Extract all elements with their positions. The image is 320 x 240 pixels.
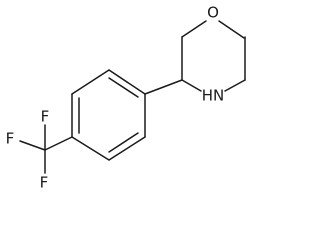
benzene-ring xyxy=(71,69,146,161)
oxygen-label: O xyxy=(207,4,219,22)
trifluoromethyl-group xyxy=(19,124,73,174)
bond-ch2-nh xyxy=(224,79,246,92)
bond-ch-aryl xyxy=(144,79,183,95)
bond-ring-inner-1 xyxy=(108,77,139,98)
fluorine-label-bottom: F xyxy=(40,174,49,192)
bond-ring-4 xyxy=(71,136,110,161)
bond-ring-2 xyxy=(71,69,110,95)
bond-ring-inner-3 xyxy=(108,132,139,153)
bond-ch-nh xyxy=(181,79,202,92)
fluorine-label-top: F xyxy=(41,108,50,126)
fluorine-label-left: F xyxy=(6,130,15,148)
bond-o-ch2-right xyxy=(218,20,245,39)
bond-o-ch2-left xyxy=(181,20,207,38)
amine-label: HN xyxy=(202,87,225,105)
bond-ring-5 xyxy=(108,136,146,161)
bond-aryl-cf3 xyxy=(44,136,73,151)
bond-c-f-left xyxy=(19,140,46,151)
bond-ring-1 xyxy=(108,69,146,95)
structure-diagram: O HN F F F xyxy=(6,4,246,192)
morpholine-ring xyxy=(181,20,246,92)
